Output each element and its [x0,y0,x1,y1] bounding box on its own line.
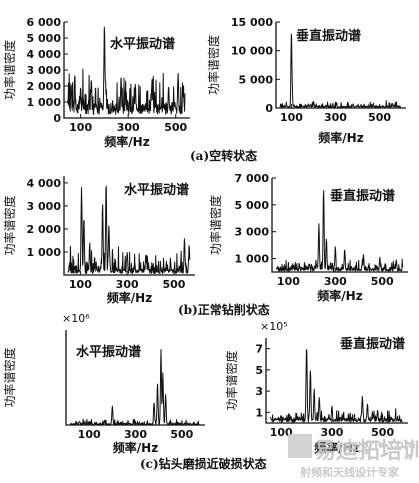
y-tick-label: 10 000 [231,45,273,58]
x-tick-label: 100 [270,426,293,439]
y-axis-label: 功率谱密度 [2,195,17,255]
ticks-layer: 100 300 500 1 000 3 000 5 000 7 000 [235,172,394,288]
panel-title: 水平振动谱 [110,36,175,52]
x-axis-label: 频率/Hz [314,440,359,455]
y-multiplier: ×10⁶ [62,312,90,325]
watermark-logo-mark [288,434,312,458]
axes-frame [275,22,406,109]
y-tick-label: 2 000 [27,80,62,93]
spectrum-trace [279,33,402,109]
y-axis-label: 功率谱密度 [2,347,17,407]
ticks-layer: 100 300 500 0 1 000 2 000 3 000 4 000 5 000 6 000 [27,16,188,134]
y-tick-label: 1 000 [235,253,270,266]
x-tick-label: 500 [371,426,394,439]
panel-title: 垂直振动谱 [340,336,405,352]
x-axis-label: 频率/Hz [107,290,152,305]
spectrum-trace [67,26,186,116]
y-tick-label: 4 000 [27,48,62,61]
x-tick-label: 300 [117,121,140,134]
panel-c-vertical: 100 300 500 1 3 5 7 垂直振动谱 功率谱密度 频率/Hz ×10⁵ [224,320,408,455]
panel-b-horizontal: 100 300 500 1 000 2 000 3 000 4 000 水平振动谱 功率谱密… [2,176,195,305]
y-tick-label: 7 [255,343,263,356]
x-tick-label: 500 [170,428,193,441]
y-tick-label: 1 000 [27,246,62,259]
x-tick-label: 100 [277,275,300,288]
ticks-layer: 100 300 500 0 5 000 10 000 15 000 [231,16,391,124]
x-tick-label: 300 [320,426,343,439]
spectrum-trace [67,185,191,275]
ticks-layer: 100 300 500 1 3 5 7 [255,343,394,439]
axes-frame [271,178,408,273]
y-axis-label: 功率谱密度 [2,40,17,100]
spectrum-trace [69,349,200,426]
panel-title: 垂直振动谱 [296,28,361,44]
panel-a-horizontal: 100 300 500 0 1 000 2 000 3 000 4 000 5 000 6 000… [2,16,190,149]
y-tick-label: 1 000 [27,96,62,109]
x-axis-label: 频率/Hz [104,134,149,149]
y-tick-label: 5 [255,364,263,377]
y-tick-label: 3 [255,385,263,398]
y-tick-label: 0 [265,102,273,115]
y-axis-label: 功率谱密度 [208,195,223,255]
x-tick-label: 100 [69,278,92,291]
x-axis-label: 频率/Hz [318,130,363,145]
spectrum-trace [269,349,403,423]
x-tick-label: 300 [324,275,347,288]
y-tick-label: 2 000 [27,223,62,236]
y-tick-label: 1 [255,406,263,419]
axes-frame [265,338,408,424]
x-axis-label: 频率/Hz [113,440,158,455]
spectrum-trace [275,190,404,272]
x-tick-label: 500 [164,121,187,134]
y-tick-label: 6 000 [27,16,62,29]
x-tick-label: 300 [116,278,139,291]
panel-b-vertical: 100 300 500 1 000 3 000 5 000 7 000 垂直振动谱 功率谱密… [208,172,408,303]
caption-b: (b)正常钻削状态 [178,302,270,317]
y-tick-label: 7 000 [235,172,270,185]
y-tick-label: 5 000 [235,199,270,212]
watermark: 易迪拓培训 eeworld.com.cn 射频和天线设计专家 [288,434,419,479]
y-tick-label: 3 000 [27,64,62,77]
panel-c-horizontal: 100 300 500 水平振动谱 功率谱密度 频率/Hz ×10⁶ [2,312,205,455]
y-tick-label: 3 000 [27,200,62,213]
y-axis-label: 功率谱密度 [224,350,239,410]
x-tick-label: 500 [371,275,394,288]
x-tick-label: 500 [162,278,185,291]
x-tick-label: 100 [69,121,92,134]
x-tick-label: 300 [324,111,347,124]
ticks-layer: 100 300 500 [78,421,194,441]
x-tick-label: 500 [368,111,391,124]
ticks-layer: 100 300 500 1 000 2 000 3 000 4 000 [27,177,186,291]
axes-frame [63,22,190,119]
y-tick-label: 4 000 [27,177,62,190]
watermark-url: eeworld.com.cn [336,438,419,451]
y-tick-label: 0 [53,112,61,125]
caption-c: (c)钻头磨损近破损状态 [140,456,267,471]
axes-frame [65,330,205,426]
y-axis-label: 功率谱密度 [206,35,221,95]
panel-title: 水平振动谱 [76,344,141,360]
x-tick-label: 100 [78,428,101,441]
panel-title: 水平振动谱 [124,182,189,198]
y-tick-label: 3 000 [235,226,270,239]
x-tick-label: 100 [280,111,303,124]
axes-frame [63,176,195,276]
y-tick-label: 15 000 [231,16,273,29]
y-tick-label: 5 000 [239,73,274,86]
caption-a: (a)空转状态 [190,148,257,163]
watermark-sub-text: 射频和天线设计专家 [299,465,400,479]
watermark-logo-text: 易迪拓培训 [314,438,419,464]
y-tick-label: 5 000 [27,32,62,45]
y-multiplier: ×10⁵ [260,320,288,333]
x-axis-label: 频率/Hz [317,288,362,303]
x-tick-label: 300 [124,428,147,441]
panel-title: 垂直振动谱 [330,188,395,204]
